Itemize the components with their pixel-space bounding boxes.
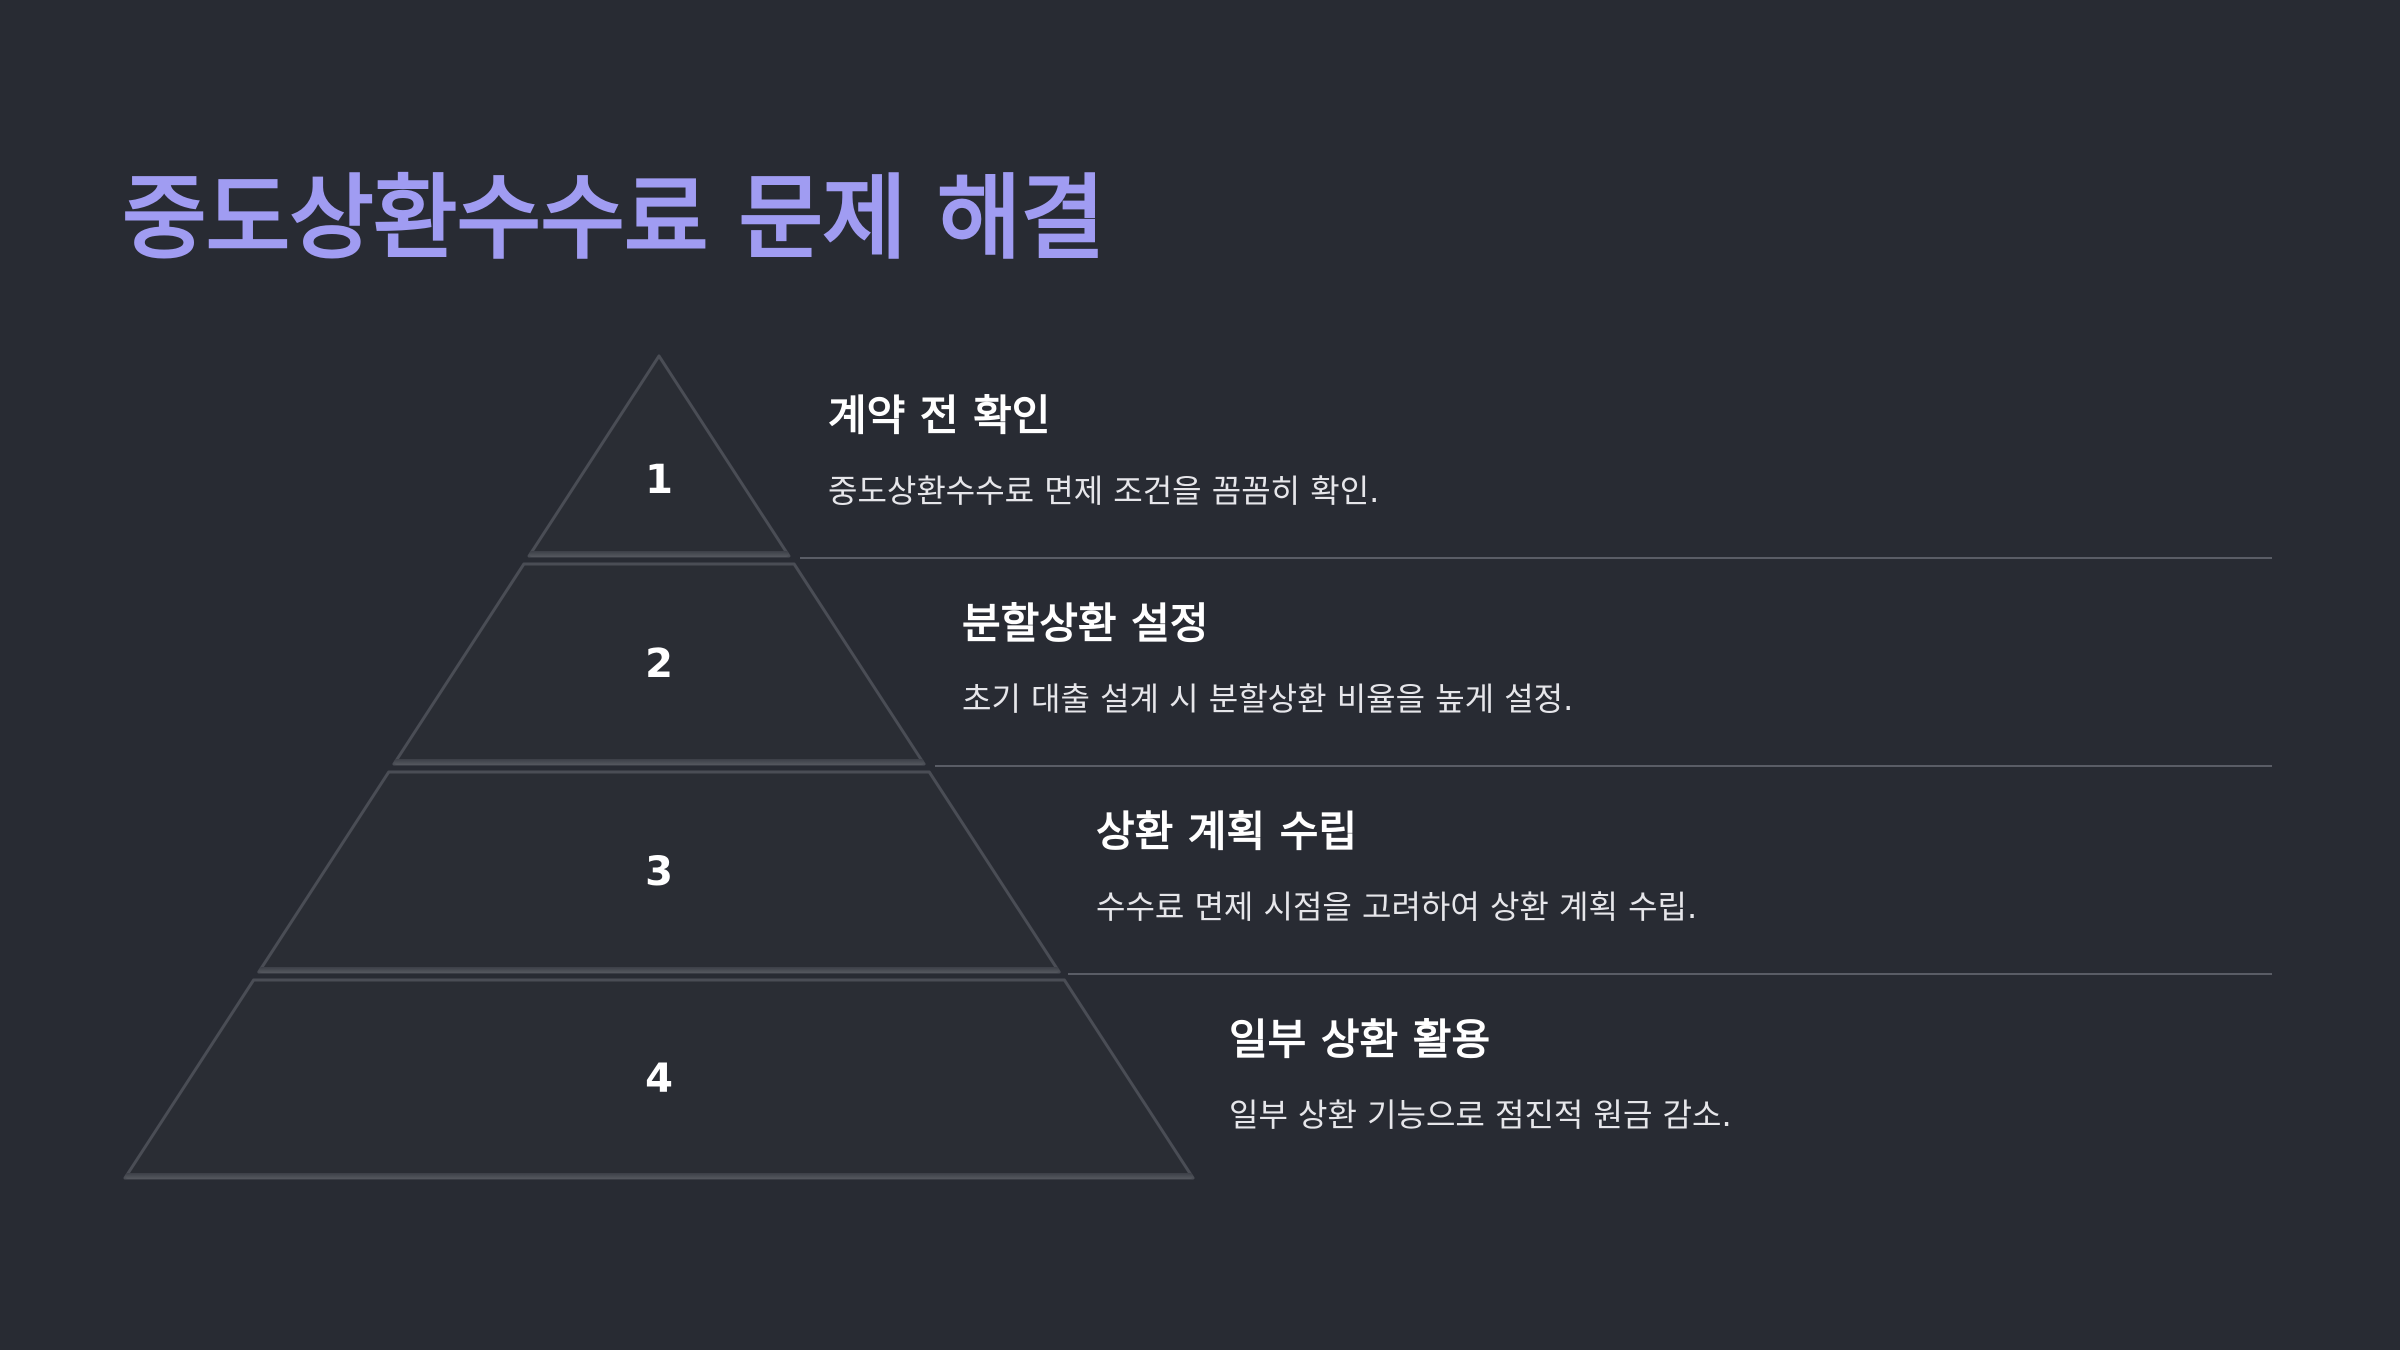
- tier-3-description: 수수료 면제 시점을 고려하여 상환 계획 수립.: [1096, 888, 1698, 926]
- pyramid-tier-4-base-edge: [125, 1173, 1193, 1179]
- tier-3-title: 상환 계획 수립: [1096, 807, 1358, 856]
- divider-1: [800, 557, 2272, 559]
- tier-2-description: 초기 대출 설계 시 분할상환 비율을 높게 설정.: [962, 680, 1574, 718]
- tier-2-number: 2: [645, 641, 673, 687]
- pyramid-tier-1-base-edge: [529, 551, 789, 557]
- tier-4-description: 일부 상환 기능으로 점진적 원금 감소.: [1229, 1096, 1732, 1134]
- tier-1-description: 중도상환수수료 면제 조건을 꼼꼼히 확인.: [828, 472, 1380, 510]
- tier-3-number: 3: [645, 849, 673, 895]
- tier-4-title: 일부 상환 활용: [1229, 1015, 1491, 1064]
- pyramid-tier-1: [527, 354, 791, 558]
- pyramid-tier-2: [392, 562, 926, 766]
- tier-1-title: 계약 전 확인: [828, 391, 1051, 440]
- divider-3: [1068, 973, 2272, 975]
- pyramid-tier-4: [123, 978, 1195, 1180]
- pyramid-tier-3-base-edge: [258, 967, 1060, 973]
- tier-1-number: 1: [645, 457, 673, 503]
- tier-2-title: 분할상환 설정: [962, 599, 1209, 648]
- pyramid-tier-3: [257, 770, 1061, 974]
- page-title: 중도상환수수료 문제 해결: [122, 165, 1105, 272]
- divider-2: [935, 765, 2272, 767]
- tier-4-number: 4: [645, 1056, 673, 1102]
- pyramid-tier-2-base-edge: [393, 759, 925, 765]
